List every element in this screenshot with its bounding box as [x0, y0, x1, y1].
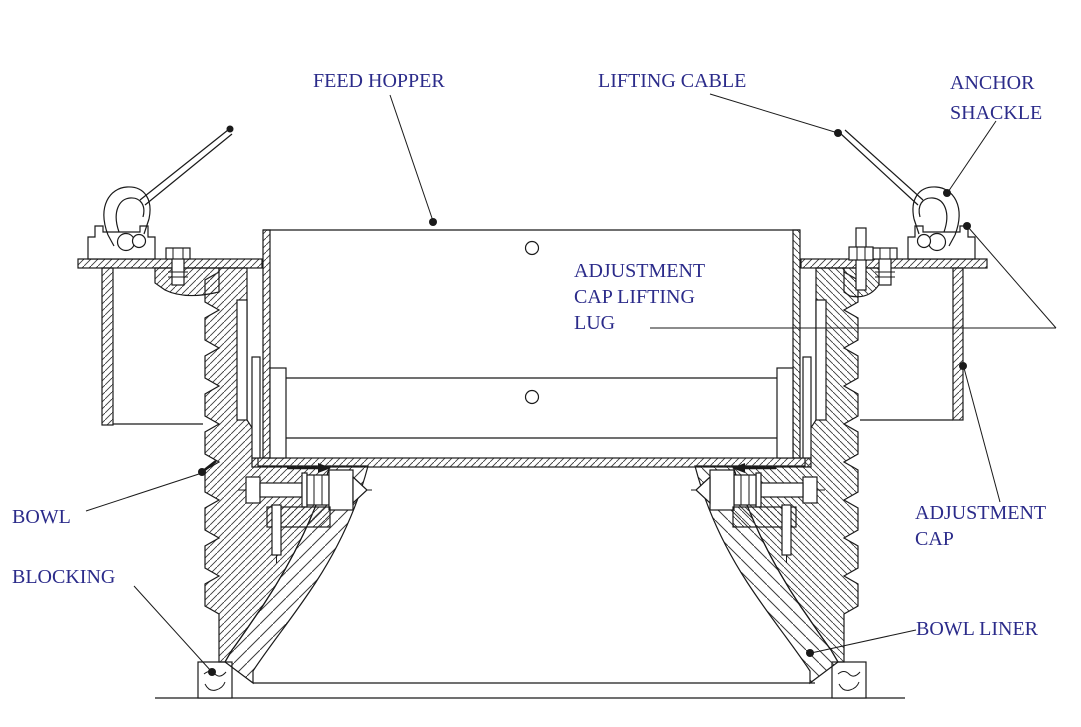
adjustment-cap-flange-right [800, 258, 988, 269]
label-adjustment-cap: ADJUSTMENT CAP [915, 502, 1047, 550]
flange-bolt-left [165, 247, 191, 286]
label-bowl-liner: BOWL LINER [916, 618, 1039, 640]
feed-hopper [251, 229, 812, 468]
adjustment-cap-flange-left [77, 258, 263, 269]
leader-anchor-shackle [943, 120, 997, 197]
feed-hopper-wall-left [262, 229, 271, 459]
leader-adjustment-cap [959, 362, 1001, 503]
leader-adjustment-cap-lifting-lug [650, 222, 1057, 329]
label-anchor-shackle: ANCHOR SHACKLE [950, 72, 1043, 124]
bowl-left-stud-slot [236, 299, 248, 421]
lifting-lug-right [907, 225, 976, 260]
feed-hopper-wall-right [792, 229, 801, 459]
hopper-inner-plate-right [776, 367, 794, 459]
bowl-liner-right-section [694, 465, 839, 685]
flange-stud-right [848, 227, 874, 291]
leader-lifting-cable [709, 93, 842, 137]
hopper-inner-plate-left [269, 367, 287, 459]
tighten-direction-arrow-left [318, 463, 331, 473]
adjustment-cap-wall-left [101, 267, 203, 426]
blocking-left [197, 661, 233, 699]
feed-hopper-bottom-flange [251, 457, 812, 468]
tighten-direction-arrow-right [732, 463, 745, 473]
hopper-outer-plate-left [251, 356, 261, 459]
clamp-bolt-left [238, 463, 372, 563]
flange-bolt-right [872, 247, 898, 286]
hopper-outer-plate-right [802, 356, 812, 459]
leader-blocking [133, 585, 216, 676]
lifting-cable-right [840, 129, 924, 206]
leader-bowl [85, 459, 217, 512]
label-adjustment-cap-lifting-lug: ADJUSTMENT CAP LIFTING LUG [574, 260, 706, 334]
clamp-block-left [266, 506, 331, 528]
hopper-hole-upper [524, 240, 540, 256]
clamp-bolt-right [691, 463, 825, 563]
label-lifting-cable: LIFTING CABLE [598, 70, 747, 92]
bowl-right-stud-slot [815, 299, 827, 421]
label-bowl: BOWL [12, 506, 71, 528]
clamp-pin-right [781, 504, 792, 556]
hopper-hole-lower [524, 389, 540, 405]
label-feed-hopper: FEED HOPPER [313, 70, 445, 92]
anchor-shackle-left [103, 186, 151, 247]
adjustment-cap-wall-right [860, 267, 964, 421]
bowl-liner-left-section [224, 465, 369, 685]
label-blocking: BLOCKING [12, 566, 116, 588]
lifting-cable-left [139, 125, 234, 206]
lifting-lug-left [87, 225, 156, 260]
leader-bowl-liner [806, 629, 917, 657]
anchor-shackle-right [912, 186, 960, 247]
blocking-right [831, 661, 867, 699]
leader-feed-hopper [389, 94, 437, 226]
clamp-block-right [732, 506, 797, 528]
clamp-pin-left [271, 504, 282, 556]
